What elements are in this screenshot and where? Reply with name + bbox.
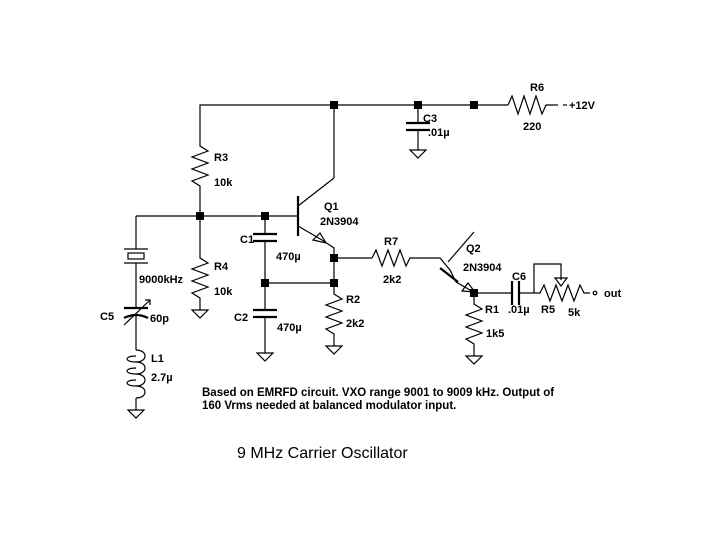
l1-ref: L1 xyxy=(151,353,164,365)
r2-value: 2k2 xyxy=(346,318,364,330)
r5-value: 5k xyxy=(568,307,581,319)
r1-ref: R1 xyxy=(485,304,499,316)
r6-value: 220 xyxy=(523,121,541,133)
transistor-q1: Q1 2N3904 xyxy=(296,105,359,258)
r3-value: 10k xyxy=(214,177,233,189)
ground-icon xyxy=(324,345,344,355)
r1-value: 1k5 xyxy=(486,328,504,340)
r6-ref: R6 xyxy=(530,82,544,94)
q2-ref: Q2 xyxy=(466,243,481,255)
ground-icon xyxy=(464,355,484,365)
output-terminal xyxy=(592,290,598,296)
note-line-1: Based on EMRFD circuit. VXO range 9001 t… xyxy=(202,387,554,399)
l1-value: 2.7µ xyxy=(151,372,173,384)
resistor-r1: R1 1k5 xyxy=(464,293,504,365)
resistor-r2: R2 2k2 xyxy=(324,283,364,355)
c2-ref: C2 xyxy=(234,312,248,324)
inductor-l1: L1 2.7µ xyxy=(126,349,173,419)
capacitor-c3: C3 .01µ xyxy=(406,105,450,159)
potentiometer-r5: R5 5k xyxy=(533,263,598,319)
c5-ref: C5 xyxy=(100,311,114,323)
c2-value: 470µ xyxy=(277,322,302,334)
note-line-2: 160 Vrms needed at balanced modulator in… xyxy=(202,400,456,412)
q2-value: 2N3904 xyxy=(463,262,502,274)
capacitor-c2: C2 470µ xyxy=(234,283,302,362)
c1-value: 470µ xyxy=(276,251,301,263)
ground-icon xyxy=(408,149,428,159)
r3-ref: R3 xyxy=(214,152,228,164)
r4-ref: R4 xyxy=(214,261,229,273)
r2-ref: R2 xyxy=(346,294,360,306)
base-node xyxy=(136,212,298,220)
c3-value: .01µ xyxy=(428,127,450,139)
crystal-xtal: 9000kHz xyxy=(124,216,184,308)
top-rail xyxy=(199,101,508,140)
xtal-value: 9000kHz xyxy=(139,274,184,286)
output-node xyxy=(470,289,512,297)
c3-ref: C3 xyxy=(423,113,437,125)
c6-value: .01µ xyxy=(508,304,530,316)
ground-icon xyxy=(126,409,146,419)
c6-ref: C6 xyxy=(512,271,526,283)
c1-ref: C1 xyxy=(240,234,254,246)
r7-ref: R7 xyxy=(384,236,398,248)
ground-icon xyxy=(255,352,275,362)
diagram-title: 9 MHz Carrier Oscillator xyxy=(237,445,408,462)
q1-ref: Q1 xyxy=(324,201,339,213)
c5-value: 60p xyxy=(150,313,169,325)
capacitor-c1: C1 470µ xyxy=(240,216,301,283)
output-label: out xyxy=(604,288,621,300)
r7-value: 2k2 xyxy=(383,274,401,286)
q1-value: 2N3904 xyxy=(320,216,359,228)
r4-value: 10k xyxy=(214,286,233,298)
capacitor-c5: C5 60p xyxy=(100,299,169,350)
ground-icon xyxy=(190,309,210,319)
resistor-r3: R3 10k xyxy=(190,140,233,216)
resistor-r4: R4 10k xyxy=(190,216,233,319)
r5-ref: R5 xyxy=(541,304,555,316)
transistor-q2: Q2 2N3904 xyxy=(439,231,502,294)
supply-label: +12V xyxy=(569,100,596,112)
resistor-r6: R6 220 xyxy=(507,82,567,133)
capacitor-c6: C6 .01µ xyxy=(508,271,534,316)
resistor-r7: R7 2k2 xyxy=(371,236,457,286)
